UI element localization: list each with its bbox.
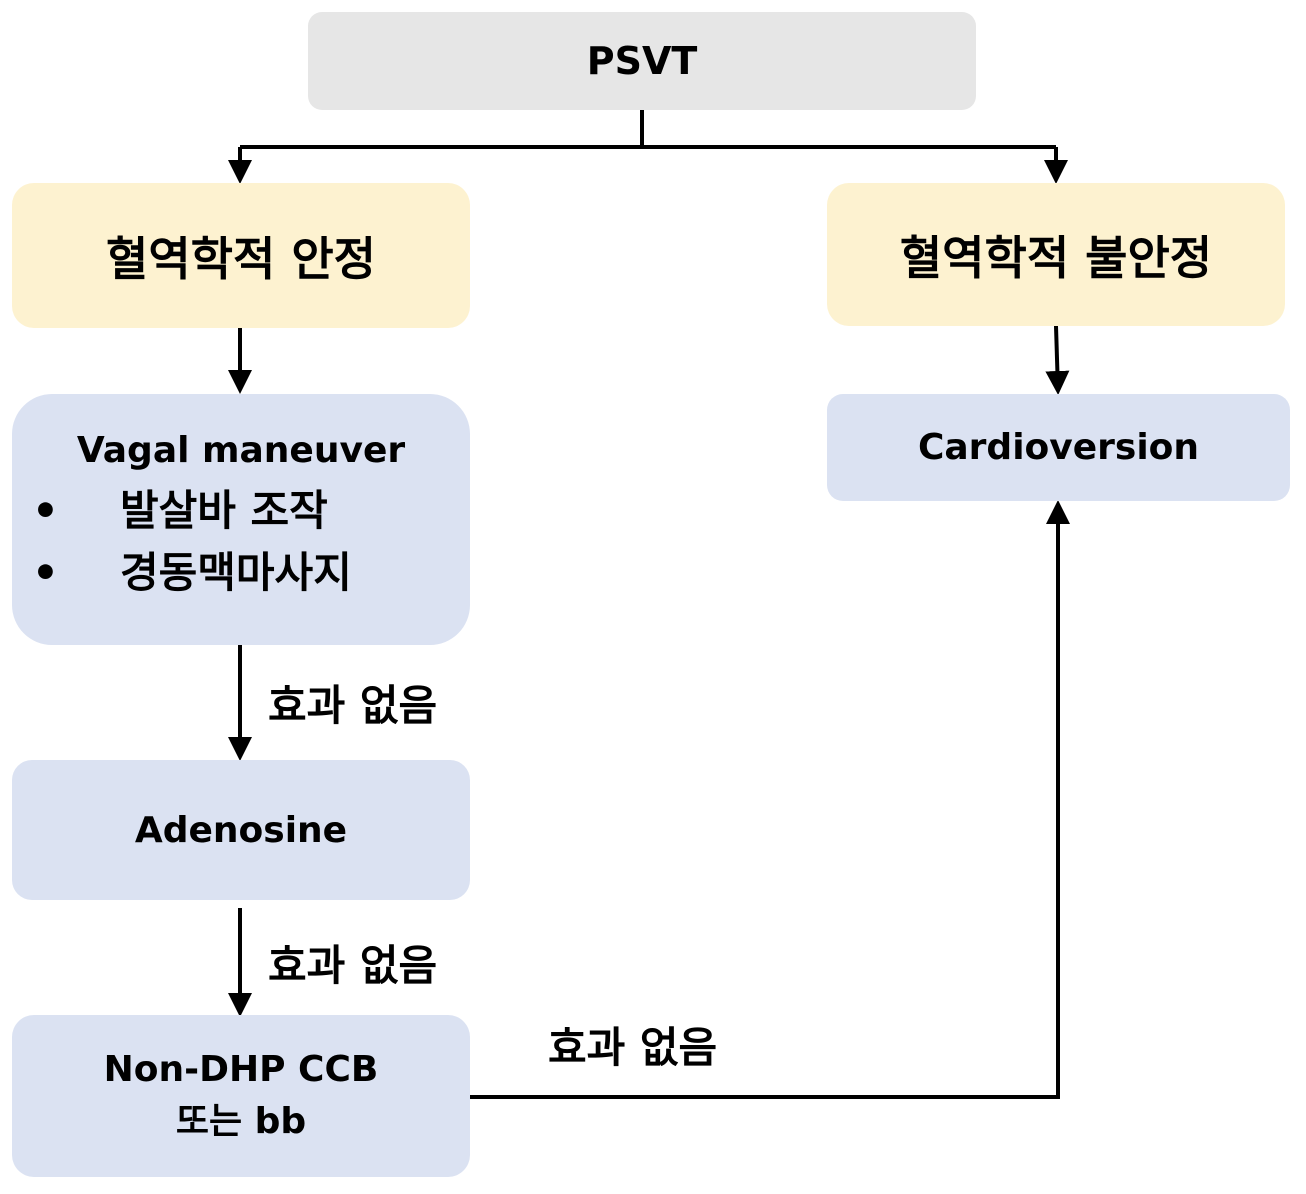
vagal-item-label: 발살바 조작 bbox=[120, 486, 328, 535]
vagal-item-label: 경동맥마사지 bbox=[120, 548, 352, 597]
no-effect-label-2: 효과 없음 bbox=[268, 941, 438, 990]
ccb-node: Non-DHP CCB 또는 bb bbox=[12, 1015, 470, 1177]
unstable-node: 혈역학적 불안정 bbox=[827, 183, 1285, 326]
stable-label: 혈역학적 안정 bbox=[106, 231, 376, 286]
stable-node: 혈역학적 안정 bbox=[12, 183, 470, 328]
no-effect-label-1: 효과 없음 bbox=[268, 681, 438, 730]
vagal-item-carotid: • 경동맥마사지 bbox=[12, 542, 470, 604]
cardioversion-label: Cardioversion bbox=[917, 427, 1200, 468]
cardioversion-node: Cardioversion bbox=[827, 394, 1290, 501]
adenosine-label: Adenosine bbox=[134, 809, 348, 851]
psvt-label: PSVT bbox=[586, 39, 698, 83]
no-effect-label-3: 효과 없음 bbox=[548, 1023, 718, 1072]
ccb-label-line2: 또는 bb bbox=[175, 1101, 307, 1142]
vagal-item-valsalva: • 발살바 조작 bbox=[12, 480, 470, 542]
edge-unstable-to-cardioversion bbox=[1045, 325, 1070, 395]
bullet-point: • bbox=[32, 486, 59, 535]
edge-ccb-to-cardioversion bbox=[470, 500, 1070, 1099]
vagal-maneuver-node: Vagal maneuver • 발살바 조작 • 경동맥마사지 bbox=[12, 394, 470, 645]
unstable-label: 혈역학적 불안정 bbox=[899, 230, 1213, 285]
psvt-node: PSVT bbox=[308, 12, 976, 110]
bullet-point: • bbox=[32, 548, 59, 597]
vagal-maneuver-title: Vagal maneuver bbox=[76, 430, 406, 471]
ccb-label-line1: Non-DHP CCB bbox=[103, 1049, 379, 1090]
adenosine-node: Adenosine bbox=[12, 760, 470, 900]
